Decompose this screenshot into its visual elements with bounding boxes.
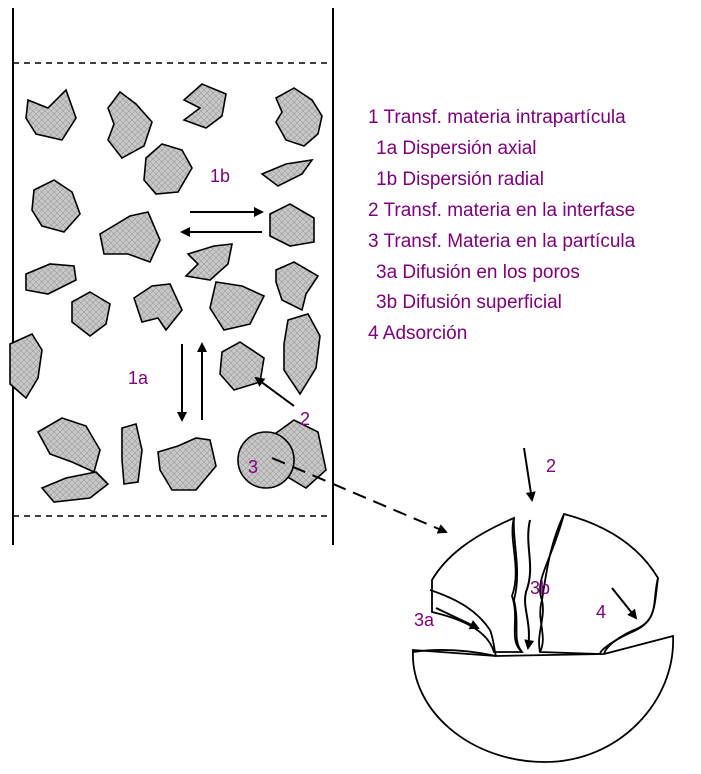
particle <box>184 84 226 128</box>
legend-item-4: 4 Adsorción <box>368 323 467 344</box>
particle <box>276 88 322 146</box>
interface-arrow <box>256 378 294 406</box>
particle <box>10 334 42 398</box>
particle <box>100 212 160 262</box>
particle <box>26 264 76 294</box>
particle-shell-lower <box>413 636 673 762</box>
particle-3 <box>238 432 294 488</box>
particle-shell-upper-right <box>539 514 658 654</box>
legend-item-1b: 1b Dispersión radial <box>376 169 544 190</box>
particle <box>270 204 314 246</box>
enlarged-particle <box>413 514 673 762</box>
label-1b: 1b <box>210 166 230 186</box>
particle <box>276 262 318 310</box>
particle <box>220 342 264 390</box>
label-2-bed: 2 <box>300 409 310 429</box>
legend-item-2: 2 Transf. materia en la interfase <box>368 200 635 221</box>
particle-shell-upper-left <box>432 518 522 652</box>
legend-item-1a: 1a Dispersión axial <box>376 138 537 159</box>
packed-bed-particles <box>10 84 326 502</box>
label-1a: 1a <box>128 368 149 388</box>
particle <box>38 418 100 472</box>
label-2-particle: 2 <box>546 456 556 476</box>
particle <box>32 180 80 232</box>
particle <box>26 90 76 140</box>
legend-item-1: 1 Transf. materia intrapartícula <box>368 107 626 128</box>
particle <box>134 284 182 330</box>
particle <box>284 314 320 394</box>
particle <box>210 282 264 330</box>
legend: 1 Transf. materia intrapartícula 1a Disp… <box>368 107 636 344</box>
arrow-2-film <box>524 448 532 500</box>
particle <box>186 244 232 280</box>
legend-item-3b: 3b Difusión superficial <box>376 292 562 313</box>
zoom-dashed-arrow <box>272 458 446 532</box>
particle <box>158 438 216 490</box>
label-4: 4 <box>596 602 606 622</box>
particle <box>144 144 192 194</box>
legend-item-3a: 3a Difusión en los poros <box>376 262 580 283</box>
particle <box>108 92 152 158</box>
label-3b: 3b <box>530 578 550 598</box>
particle <box>122 424 142 484</box>
label-3a: 3a <box>414 610 435 630</box>
particle <box>72 292 110 336</box>
legend-item-3: 3 Transf. Materia en la partícula <box>368 231 636 252</box>
label-3-bed: 3 <box>248 457 258 477</box>
particle <box>42 472 108 502</box>
particle <box>262 160 312 186</box>
